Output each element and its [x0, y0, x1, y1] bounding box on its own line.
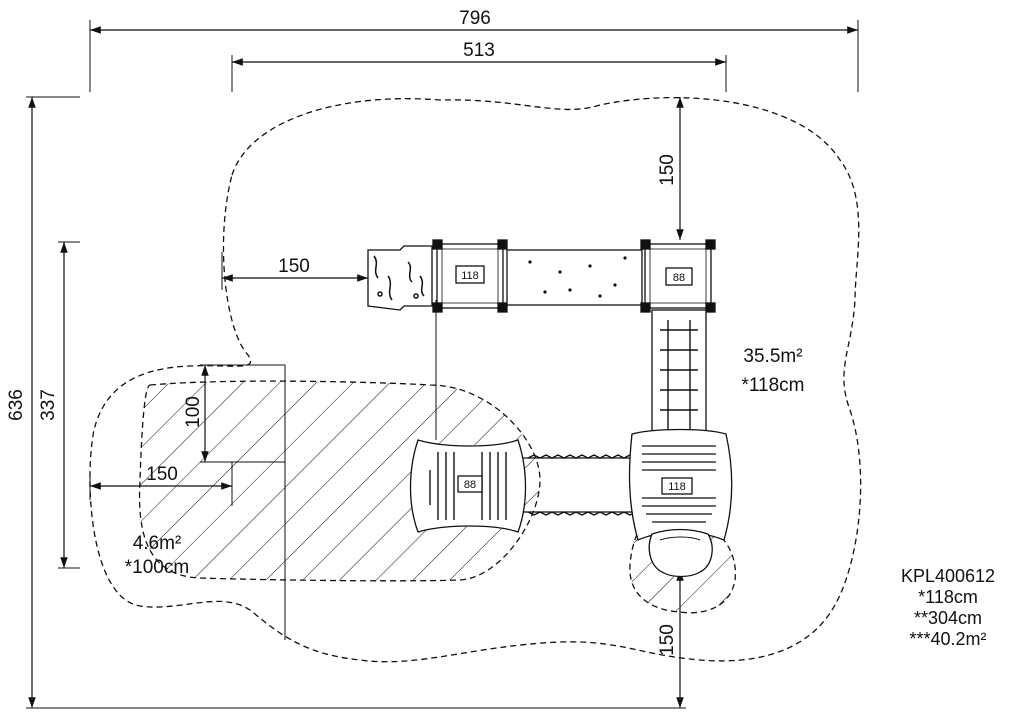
main-safety-zone — [89, 96, 862, 663]
dim-frame-depth: 337 — [38, 389, 59, 421]
net-climber-grid — [660, 320, 698, 430]
dim-frame-width: 513 — [463, 40, 495, 61]
dimension-labels: 796 513 636 337 150 150 100 150 150 — [6, 8, 678, 656]
dim-clearance-small: 100 — [183, 396, 204, 428]
bridge-deck — [506, 249, 643, 306]
platform-lower-right-slats — [642, 445, 716, 523]
dim-clearance-top: 150 — [657, 154, 678, 186]
extension-lines — [26, 20, 859, 709]
tag-box — [455, 265, 485, 284]
tag-box — [457, 475, 483, 493]
play-structure: 118 88 — [367, 239, 733, 578]
product-code: KPL400612 — [900, 566, 996, 586]
dimension-lines — [28, 26, 858, 708]
tower-right-posts — [640, 239, 716, 313]
main-zone-fall-height: *118cm — [741, 375, 804, 396]
climbing-holds — [373, 255, 425, 301]
platform-left-top-height: 118 — [461, 270, 479, 282]
product-info: KPL400612 *118cm **304cm ***40.2m² — [878, 566, 1018, 650]
dim-overall-width: 796 — [459, 8, 491, 29]
slide — [648, 528, 713, 578]
rope-bridge — [522, 454, 637, 516]
small-zone-area: 4.6m² — [133, 533, 182, 554]
tower-left-posts — [432, 239, 508, 313]
total-area: ***40.2m² — [909, 629, 987, 649]
platform-lower-mid-height: 88 — [464, 479, 476, 491]
platform-right-top-height: 88 — [673, 272, 685, 284]
area-labels: 35.5m² *118cm 4.6m² *100cm — [125, 346, 805, 578]
dim-clearance-bottom: 150 — [657, 624, 678, 656]
free-fall-height: **304cm — [913, 608, 983, 628]
net-climber — [651, 309, 707, 439]
max-fall-height: *118cm — [918, 587, 978, 607]
dim-overall-depth: 636 — [6, 389, 27, 421]
dim-clearance-left-upper: 150 — [278, 256, 310, 277]
platform-lower-right-height: 118 — [668, 481, 686, 493]
tag-box — [665, 267, 693, 286]
main-zone-area: 35.5m² — [743, 346, 802, 367]
tag-box — [661, 477, 693, 495]
dim-clearance-left-lower: 150 — [146, 464, 178, 485]
bridge-bolts — [528, 256, 627, 298]
small-zone-fall-height: *100cm — [125, 557, 189, 578]
